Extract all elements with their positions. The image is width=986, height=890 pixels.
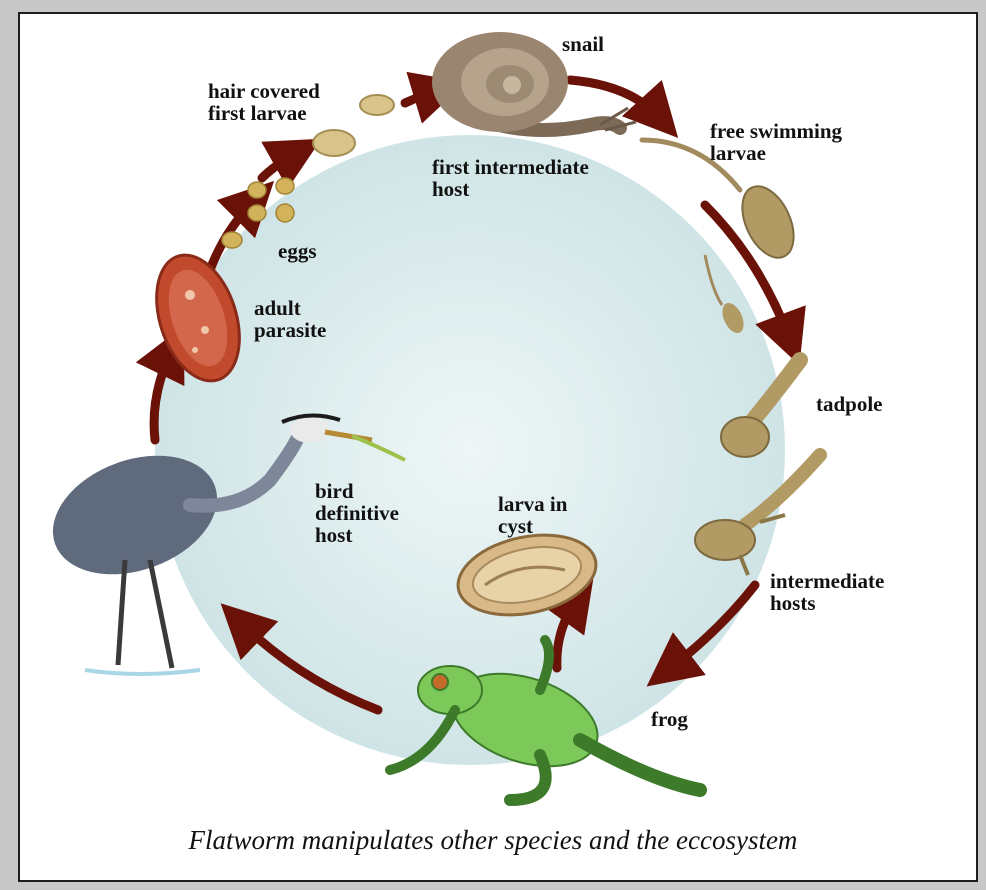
- label-hair-larvae: hair covered first larvae: [208, 80, 320, 124]
- label-frog: frog: [651, 708, 688, 730]
- label-adult: adult parasite: [254, 297, 326, 341]
- arrow-snail-to-larvae: [570, 80, 660, 118]
- label-intermediate: intermediate hosts: [770, 570, 884, 614]
- label-first-host: first intermediate host: [432, 156, 589, 200]
- arrow-eggs-to-hairlarvae: [262, 152, 298, 178]
- label-snail: snail: [562, 33, 604, 55]
- label-eggs: eggs: [278, 240, 317, 262]
- caption: Flatworm manipulates other species and t…: [0, 825, 986, 856]
- label-free-larvae: free swimming larvae: [710, 120, 842, 164]
- hair-larvae-icon: [313, 95, 394, 156]
- label-tadpole: tadpole: [816, 393, 883, 415]
- label-bird: bird definitive host: [315, 480, 399, 546]
- label-cyst: larva in cyst: [498, 493, 567, 537]
